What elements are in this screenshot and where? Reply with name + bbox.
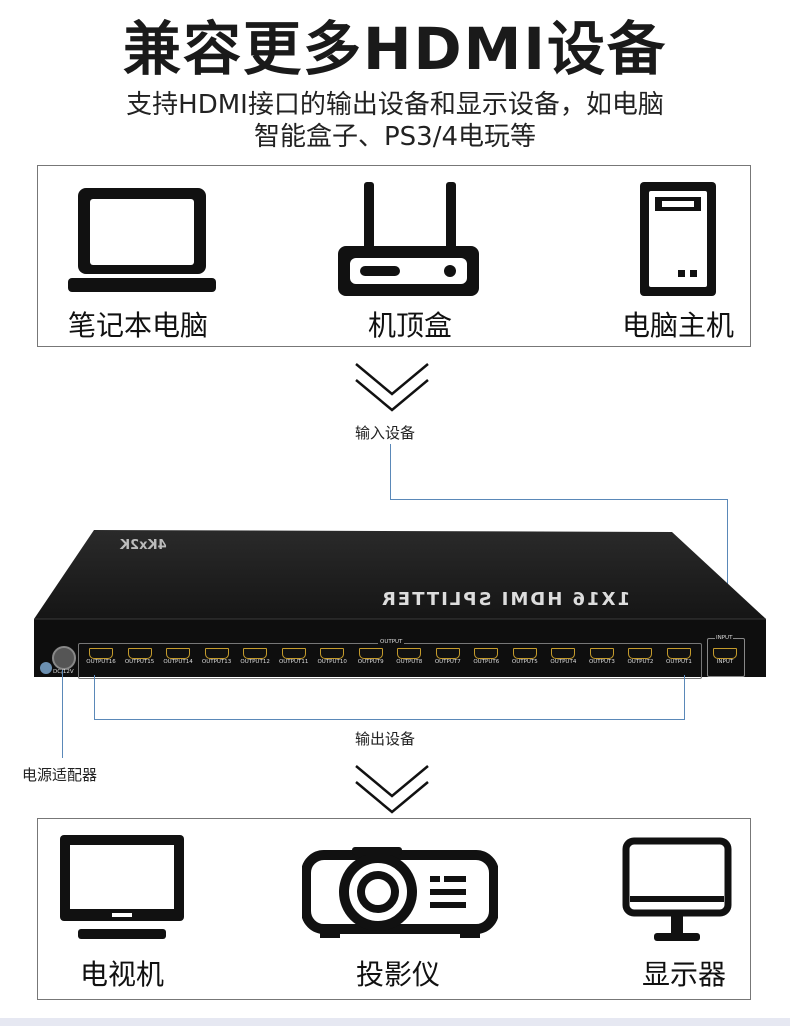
hdmi-output-port[interactable]: OUTPUT9 (352, 648, 390, 676)
output-devices-panel: 电视机 投影仪 显示器 (37, 818, 751, 1000)
hdmi-output-port[interactable]: OUTPUT11 (275, 648, 313, 676)
router-icon (336, 178, 481, 298)
projector-icon (301, 841, 499, 941)
hdmi-output-port[interactable]: OUTPUT2 (621, 648, 659, 676)
input-caption: 输入设备 (355, 424, 416, 442)
hdmi-output-port[interactable]: OUTPUT5 (506, 648, 544, 676)
connector-line (62, 670, 63, 758)
connector-line (390, 444, 391, 500)
chevron-down-icon (352, 762, 432, 814)
connector-line (727, 499, 728, 645)
device-label-laptop: 笔记本电脑 (67, 309, 208, 342)
connector-line (684, 675, 685, 719)
hdmi-output-port[interactable]: OUTPUT1 (660, 648, 698, 676)
connector-line (94, 719, 685, 720)
output-group-label: OUTPUT (378, 639, 405, 645)
output-ports-row: OUTPUT16 OUTPUT15 OUTPUT14 OUTPUT13 OUTP… (82, 648, 698, 676)
connector-line (94, 675, 95, 719)
device-label-pc: 电脑主机 (621, 309, 734, 342)
device-label-tv: 电视机 (79, 958, 164, 991)
hdmi-input-port[interactable]: INPUT (713, 648, 737, 665)
power-jack[interactable] (52, 646, 76, 670)
hdmi-output-port[interactable]: OUTPUT3 (583, 648, 621, 676)
monitor-icon (622, 837, 732, 945)
output-caption: 输出设备 (355, 730, 416, 748)
hdmi-output-port[interactable]: OUTPUT15 (121, 648, 159, 676)
hdmi-output-port[interactable]: OUTPUT8 (390, 648, 428, 676)
subtitle-line-1: 支持HDMI接口的输出设备和显示设备，如电脑 (126, 90, 664, 120)
tv-icon (58, 833, 186, 945)
hdmi-output-port[interactable]: OUTPUT14 (159, 648, 197, 676)
page-title: 兼容更多HDMI设备 (123, 15, 667, 83)
power-caption: 电源适配器 (22, 766, 98, 784)
hdmi-output-port[interactable]: OUTPUT12 (236, 648, 274, 676)
hdmi-output-port[interactable]: OUTPUT13 (198, 648, 236, 676)
device-label-monitor: 显示器 (641, 958, 726, 991)
chevron-down-icon (352, 360, 432, 412)
hdmi-output-port[interactable]: OUTPUT10 (313, 648, 351, 676)
laptop-icon (66, 184, 218, 296)
power-led-icon (40, 662, 52, 674)
pc-tower-icon (638, 180, 718, 298)
power-input-label: DC/12V (53, 669, 74, 675)
splitter-brand: 1X16 HDMI SPLITTER (380, 589, 631, 610)
input-devices-panel: 笔记本电脑 机顶盒 电脑主机 (37, 165, 751, 347)
hdmi-output-port[interactable]: OUTPUT16 (82, 648, 120, 676)
device-label-settopbox: 机顶盒 (367, 309, 452, 342)
connector-line (390, 499, 728, 500)
footer-strip (0, 1018, 790, 1026)
hdmi-output-port[interactable]: OUTPUT7 (429, 648, 467, 676)
device-label-projector: 投影仪 (355, 958, 440, 991)
hdmi-output-port[interactable]: OUTPUT6 (467, 648, 505, 676)
hdmi-output-port[interactable]: OUTPUT4 (544, 648, 582, 676)
resolution-badge: 4Kx2K (120, 538, 167, 553)
subtitle-line-2: 智能盒子、PS3/4电玩等 (253, 122, 537, 152)
input-port-label-top: INPUT (715, 635, 734, 641)
